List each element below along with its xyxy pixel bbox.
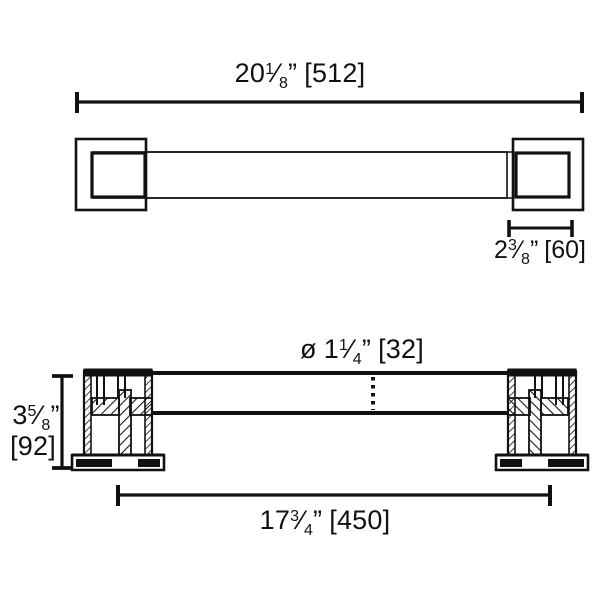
plate-width-numerator: 3	[508, 237, 517, 254]
projection-depth-unit: ”	[50, 400, 59, 430]
overall-length-numerator: 1	[265, 61, 274, 78]
overall-length-unit: ”	[288, 58, 297, 88]
left-mount-post-inner	[90, 151, 147, 199]
dimension-plate-width	[507, 220, 574, 237]
center-distance-numerator: 3	[290, 508, 299, 525]
svg-text:35⁄8”: 35⁄8”	[12, 400, 59, 434]
side-section-view	[70, 368, 590, 472]
left-shoulder-block-left	[91, 397, 120, 416]
bar-diameter-numerator: 1	[339, 337, 348, 354]
center-distance-whole: 17	[260, 505, 290, 535]
overall-length-whole: 20	[235, 58, 265, 88]
right-mount-post-inner	[514, 151, 571, 199]
right-flange-slot-right	[548, 459, 584, 467]
svg-text:201⁄8”[512]: 201⁄8”[512]	[235, 58, 366, 92]
right-mount-plate-outer	[511, 137, 585, 212]
right-bracket-top-cap	[507, 368, 577, 377]
left-bracket-wall-outer	[83, 370, 92, 464]
label-overall-length: 201⁄8”[512]	[235, 58, 366, 92]
right-bracket-wall-outer	[568, 370, 577, 464]
right-flange-slot-left	[500, 459, 522, 467]
bar-diameter-denominator: 4	[353, 351, 362, 368]
overall-length-metric: [512]	[304, 58, 365, 88]
label-projection-depth: 35⁄8” [92]	[10, 400, 59, 461]
projection-depth-denominator: 8	[41, 417, 50, 434]
projection-depth-whole: 3	[12, 400, 27, 430]
center-distance-metric: [450]	[329, 505, 390, 535]
bar-diameter-metric: [32]	[378, 334, 424, 364]
dimension-mounting-center-distance	[116, 485, 552, 506]
projection-depth-metric: [92]	[10, 431, 56, 461]
right-shoulder-block-left	[507, 397, 531, 416]
projection-depth-numerator: 5	[28, 403, 37, 420]
bar-diameter-unit: ”	[362, 334, 371, 364]
center-distance-denominator: 4	[304, 522, 313, 539]
right-shoulder-block-right	[540, 397, 569, 416]
dimension-projection-depth	[52, 374, 73, 470]
bar-tube-front	[92, 151, 508, 199]
left-flange-slot-right	[138, 459, 160, 467]
plate-width-whole: 2	[494, 236, 508, 264]
bar-diameter-whole: 1	[324, 334, 339, 364]
bar-body-side	[100, 372, 510, 414]
dimension-overall-length	[75, 92, 584, 113]
plate-width-metric: [60]	[544, 236, 586, 264]
bar-diameter-symbol: ø	[300, 334, 317, 364]
right-bracket-assembly	[494, 368, 590, 472]
front-elevation-view	[74, 137, 585, 212]
left-flange-slot-left	[76, 459, 112, 467]
overall-length-denominator: 8	[279, 75, 288, 92]
center-distance-unit: ”	[313, 505, 322, 535]
svg-text:23⁄8”[60]: 23⁄8”[60]	[494, 236, 586, 268]
left-bracket-wall-inner	[144, 370, 153, 464]
plate-width-denominator: 8	[521, 251, 530, 268]
left-bracket-assembly	[70, 368, 166, 472]
left-bracket-top-cap	[83, 368, 153, 377]
right-bracket-wall-inner	[507, 370, 516, 464]
plate-width-unit: ”	[530, 236, 538, 264]
label-plate-width: 23⁄8”[60]	[494, 236, 586, 268]
left-shoulder-block-right	[129, 397, 153, 416]
